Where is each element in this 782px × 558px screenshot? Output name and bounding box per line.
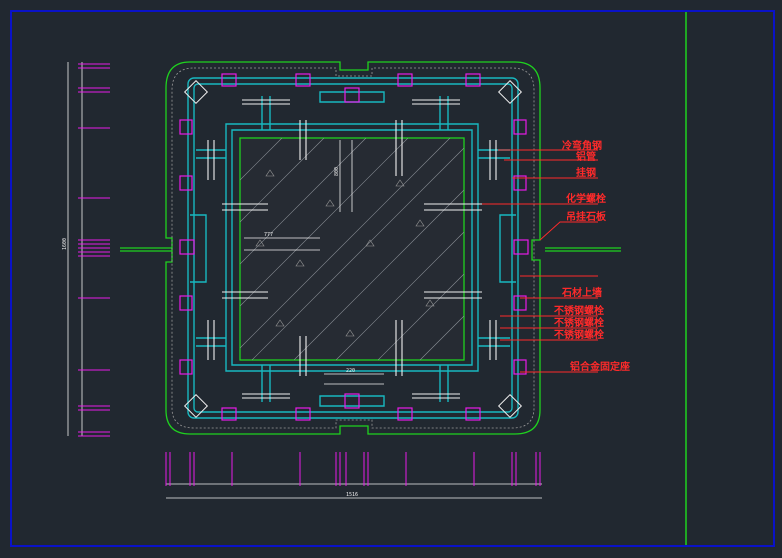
bottom-dimension-chain (166, 483, 542, 499)
label-4: 化学螺栓 (566, 194, 606, 205)
label-10: 铝合金固定座 (570, 362, 630, 373)
label-8: 不锈钢螺栓 (554, 318, 604, 329)
label-9: 不锈钢螺栓 (554, 330, 604, 341)
dim-inner-width: 777 (264, 232, 273, 238)
bottom-dimension-ticks (165, 452, 541, 486)
leader-lines (482, 149, 598, 373)
label-5: 吊挂石板 (566, 212, 606, 223)
corner-brackets (183, 79, 523, 419)
cladding-outline (165, 61, 541, 435)
dim-left-overall: 1600 (62, 238, 68, 250)
inner-dimensions (244, 140, 384, 385)
label-2: 铝管 (576, 152, 596, 163)
dim-inner-height: 800 (334, 167, 340, 176)
label-1: 冷弯角钢 (562, 141, 602, 152)
left-dimension-ticks (78, 63, 110, 437)
chemical-anchors (207, 99, 497, 399)
core-hatch (239, 137, 465, 361)
dim-bottom-overall: 1516 (346, 492, 358, 498)
steel-frame (187, 77, 519, 419)
brackets (179, 73, 529, 421)
label-3: 挂钢 (576, 168, 596, 179)
left-dimension-chain (67, 62, 83, 436)
svg-text:220: 220 (346, 368, 355, 374)
sheet-border (10, 10, 775, 547)
label-7: 不锈钢螺栓 (554, 306, 604, 317)
label-6: 石材上墙 (562, 288, 602, 299)
